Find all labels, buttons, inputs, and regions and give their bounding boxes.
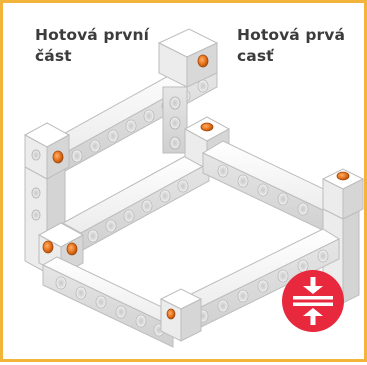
middle-beam [63,153,209,251]
caption-czech: Hotová první část [35,25,149,67]
back-vertical-post [163,87,187,153]
compress-arrows-icon [281,269,345,333]
caption-slovak: Hotová prvá casť [237,25,345,67]
front-bottom-block [161,289,201,341]
